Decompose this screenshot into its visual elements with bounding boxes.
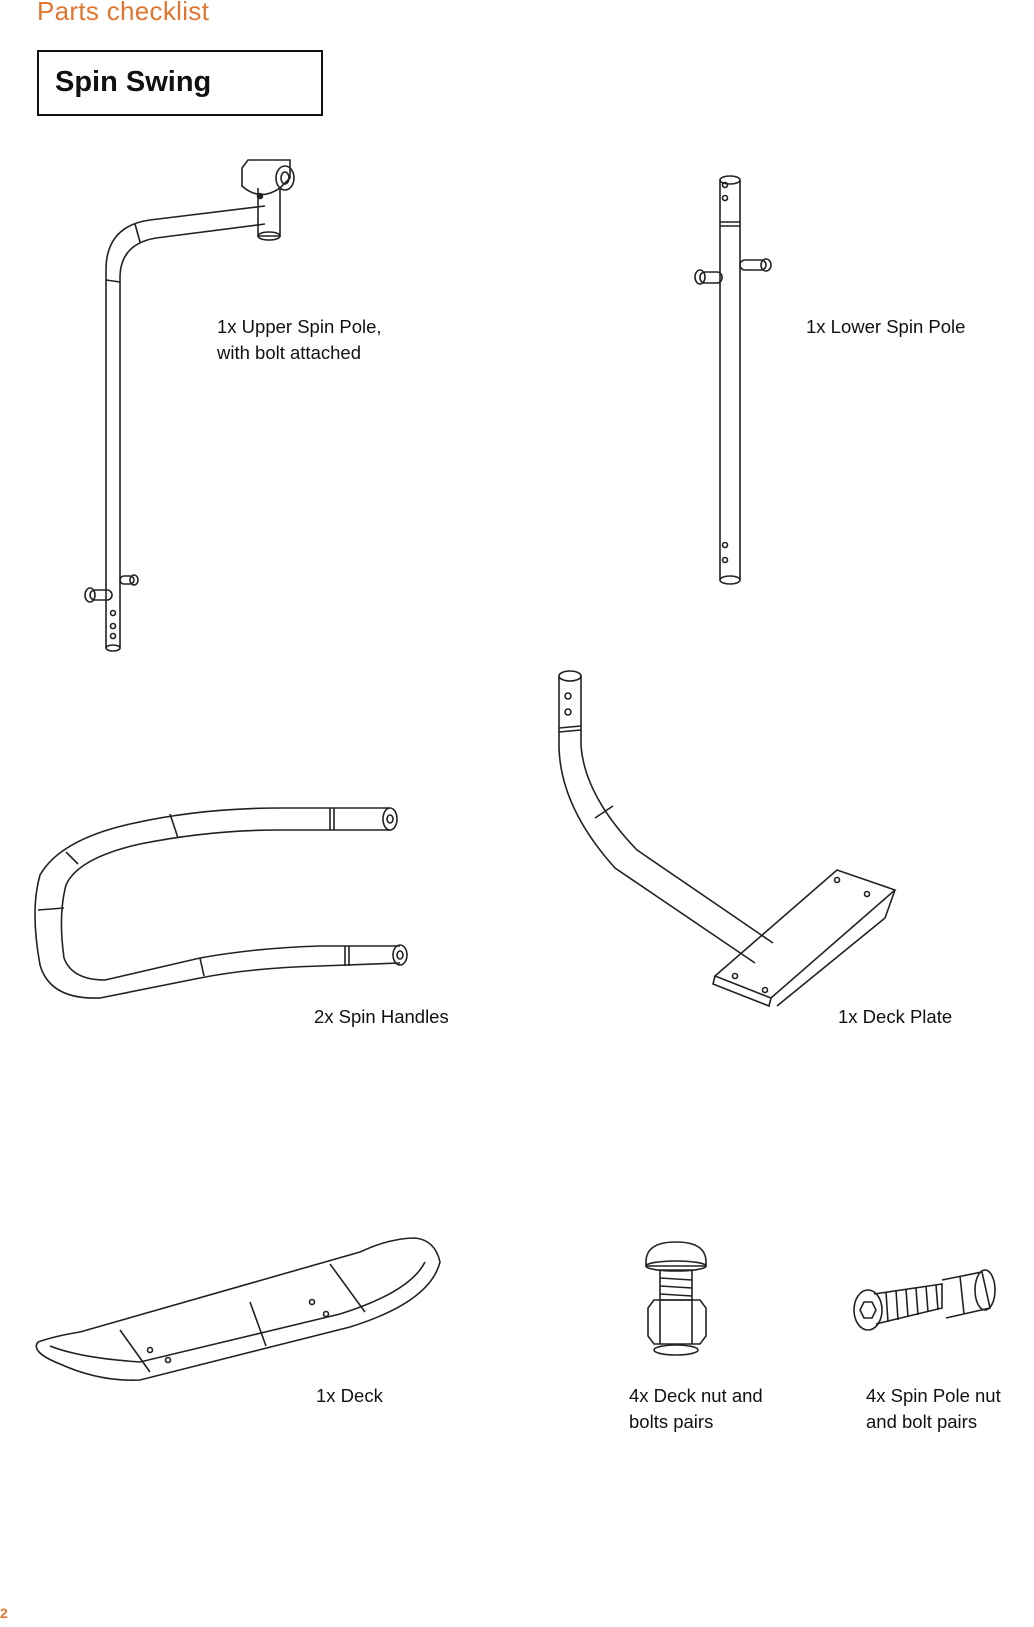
part-label-lower-spin-pole: 1x Lower Spin Pole (806, 316, 966, 337)
part-label-spin-handles: 2x Spin Handles (314, 1006, 449, 1027)
upper-spin-pole-drawing (70, 158, 310, 658)
part-label-upper-spin-pole: 1x Upper Spin Pole, with bolt attached (217, 316, 382, 363)
deck-drawing (30, 1232, 450, 1407)
page-header: Parts checklist (37, 0, 210, 26)
part-label-deck: 1x Deck (316, 1385, 383, 1406)
spin-handle-drawing (20, 800, 420, 1030)
part-label-pole-bolts: 4x Spin Pole nut and bolt pairs (866, 1385, 1001, 1432)
hex-bolt-drawing (850, 1264, 1010, 1344)
part-label-deck-plate: 1x Deck Plate (838, 1006, 953, 1027)
deck-plate-drawing (555, 668, 910, 1018)
part-label-deck-bolts: 4x Deck nut and bolts pairs (629, 1385, 763, 1432)
section-title: Spin Swing (55, 66, 212, 98)
lower-spin-pole-drawing (710, 160, 800, 600)
carriage-bolt-drawing (640, 1240, 730, 1360)
page-number: 2 (0, 1605, 8, 1621)
section-title-box (37, 50, 323, 116)
